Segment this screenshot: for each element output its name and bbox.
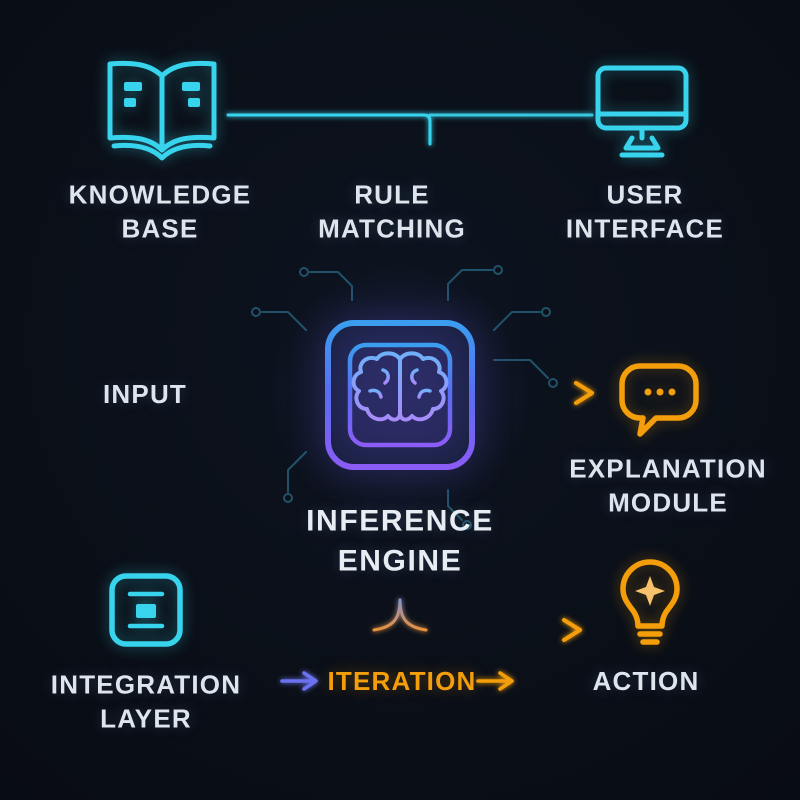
lightbulb-icon bbox=[604, 554, 696, 654]
sparkle-icon bbox=[635, 576, 665, 606]
speech-bubble-icon bbox=[616, 356, 704, 444]
label-iteration: ITERATION bbox=[327, 665, 477, 696]
label-knowledge-base: KNOWLEDGE BASE bbox=[68, 179, 252, 244]
iteration-arrow-left bbox=[280, 671, 318, 691]
top-bus-line bbox=[226, 113, 594, 146]
explanation-arrow bbox=[492, 381, 594, 405]
label-input: INPUT bbox=[103, 378, 187, 409]
open-book-icon bbox=[98, 54, 226, 168]
label-action: ACTION bbox=[592, 665, 700, 696]
label-rule-matching: RULE MATCHING bbox=[318, 179, 466, 244]
label-explanation-module: EXPLANATION MODULE bbox=[569, 453, 767, 518]
label-inference-engine: INFERENCE ENGINE bbox=[306, 504, 494, 577]
inference-brace bbox=[372, 582, 428, 632]
label-user-interface: USER INTERFACE bbox=[565, 179, 725, 244]
circuit-traces bbox=[251, 265, 558, 530]
monitor-icon bbox=[592, 60, 692, 166]
iteration-arrow-right bbox=[476, 671, 514, 691]
integration-icon bbox=[106, 570, 186, 650]
label-integration-layer: INTEGRATION LAYER bbox=[50, 669, 242, 734]
chip-brain-icon bbox=[300, 295, 500, 495]
bottom-flow-line bbox=[194, 618, 582, 642]
brain-glyph bbox=[351, 351, 449, 422]
